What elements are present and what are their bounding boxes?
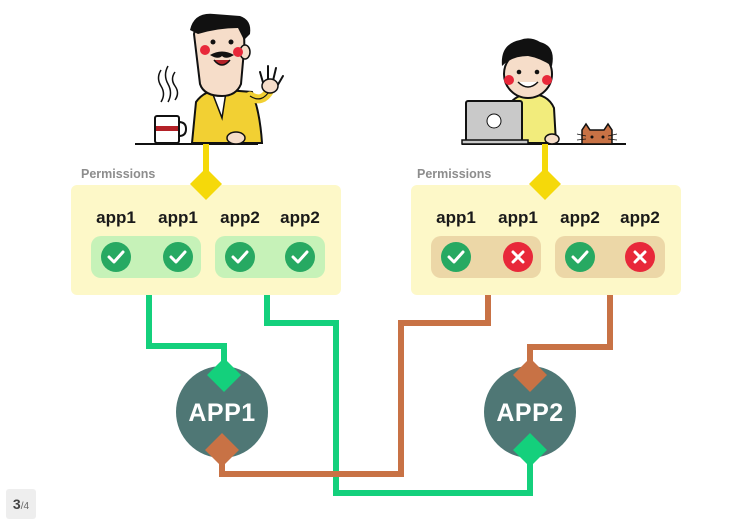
slide-pager[interactable]: 3/4 — [6, 489, 36, 519]
app1-node: APP1 — [176, 358, 268, 467]
node-input-diamond — [513, 433, 547, 467]
permission-panel-right: Permissions app1 app1 app2 app2 — [411, 144, 681, 295]
permission-panel-left: Permissions app1 app1 app2 app2 — [71, 144, 341, 295]
green-line-p1-to-app2 — [264, 278, 533, 496]
permission-app-label: app1 — [158, 208, 198, 227]
check-icon — [565, 242, 595, 272]
laptop-icon — [461, 100, 529, 145]
app2-node: APP2 — [484, 358, 576, 467]
permission-app-label: app1 — [96, 208, 136, 227]
pager-current: 3 — [12, 496, 21, 512]
checkmark-glyph — [107, 250, 125, 264]
checkmark-glyph — [291, 250, 309, 264]
checkmark-glyph — [169, 250, 187, 264]
node-label: APP1 — [188, 399, 255, 427]
permission-app-label: app1 — [498, 208, 538, 227]
permission-app-label: app2 — [280, 208, 320, 227]
pager-total: /4 — [20, 500, 30, 512]
check-icon — [285, 242, 315, 272]
x-mark-glyph — [633, 250, 647, 264]
panel-connector-diamond — [529, 168, 561, 200]
panel-label: Permissions — [81, 167, 155, 181]
checkmark-glyph — [571, 250, 589, 264]
mug-icon — [154, 115, 188, 144]
node-label: APP2 — [496, 399, 563, 427]
panel-connector-diamond — [190, 168, 222, 200]
permission-app-label: app2 — [620, 208, 660, 227]
permission-app-label: app2 — [560, 208, 600, 227]
permission-app-label: app1 — [436, 208, 476, 227]
checkmark-glyph — [447, 250, 465, 264]
check-icon — [163, 242, 193, 272]
node-input-diamond — [513, 358, 547, 392]
person-right-illustration — [461, 38, 626, 145]
check-icon — [101, 242, 131, 272]
cat-icon — [576, 122, 618, 145]
checkmark-glyph — [231, 250, 249, 264]
person-left-illustration — [135, 13, 284, 145]
permission-app-label: app2 — [220, 208, 260, 227]
check-icon — [225, 242, 255, 272]
node-input-diamond — [205, 433, 239, 467]
x-mark-glyph — [511, 250, 525, 264]
check-icon — [441, 242, 471, 272]
node-input-diamond — [207, 358, 241, 392]
brown-line-p2-to-app1 — [219, 278, 491, 477]
panel-label: Permissions — [417, 167, 491, 181]
